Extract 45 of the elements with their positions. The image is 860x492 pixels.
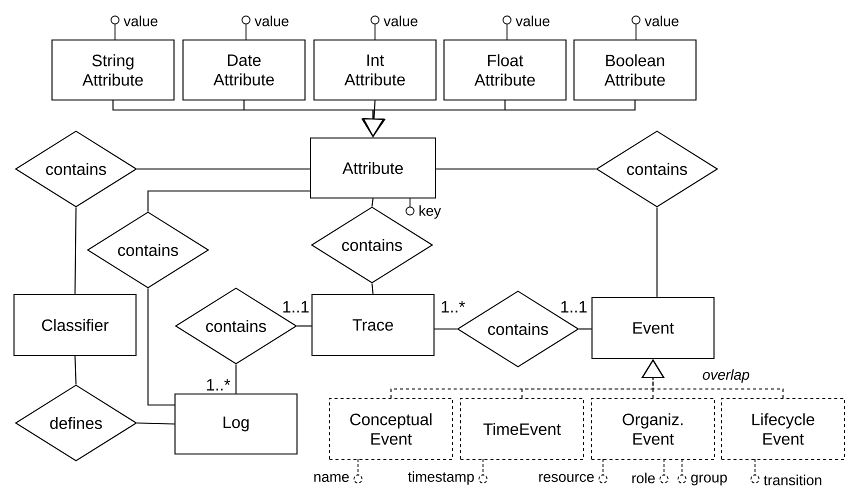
cardinality-label: 1..* [442, 301, 465, 312]
relationship-line [235, 364, 237, 394]
relationship-line [434, 328, 457, 330]
attribute-lollipop: value [632, 16, 678, 40]
cardinality-label: 1..* [207, 379, 230, 390]
subclass-box: TimeEvent [460, 398, 584, 460]
attribute-lollipop: value [242, 16, 288, 40]
attribute-lollipop: value [502, 16, 550, 40]
entity-box: Event [591, 296, 715, 360]
relationship-line [137, 422, 174, 425]
relationship-line [436, 168, 596, 170]
attribute-lollipop: key [406, 198, 442, 219]
entity-box: Log [174, 393, 298, 455]
relationship-line [579, 328, 592, 330]
attribute-lollipop: value [110, 16, 158, 40]
entity-box: Attribute [310, 137, 436, 199]
relationship-line [297, 325, 312, 327]
entity-box: Int Attribute [313, 39, 437, 101]
relationship-line [147, 190, 310, 212]
attribute-lollipop: timestamp [408, 458, 488, 485]
cardinality-label: 1..1 [561, 301, 587, 312]
entity-box: Date Attribute [182, 39, 306, 101]
subclass-box: Conceptual Event [328, 398, 454, 460]
relationship-line [656, 208, 658, 297]
cardinality-label: 1..1 [283, 301, 309, 312]
entity-box: Boolean Attribute [573, 39, 697, 101]
attribute-lollipop: role [632, 458, 668, 484]
entity-box: Trace [311, 294, 435, 356]
constraint-label: overlap [702, 369, 750, 383]
attribute-lollipop: resource [539, 458, 608, 484]
attribute-lollipop: value [370, 16, 418, 40]
subclass-box: Organiz. Event [590, 398, 716, 460]
entity-box: Float Attribute [443, 39, 567, 101]
subclass-box: Lifecycle Event [720, 398, 846, 460]
relationship-line [371, 284, 374, 294]
relationship-line [137, 168, 310, 170]
relationship-line [147, 288, 174, 406]
relationship-line [74, 208, 77, 294]
attribute-lollipop: group [678, 458, 727, 486]
attribute-lollipop: transition [750, 458, 822, 486]
attribute-lollipop: name [314, 458, 362, 484]
entity-box: String Attribute [51, 39, 175, 101]
relationship-line [74, 356, 77, 384]
relationship-line [371, 198, 374, 207]
entity-box: Classifier [13, 294, 137, 356]
